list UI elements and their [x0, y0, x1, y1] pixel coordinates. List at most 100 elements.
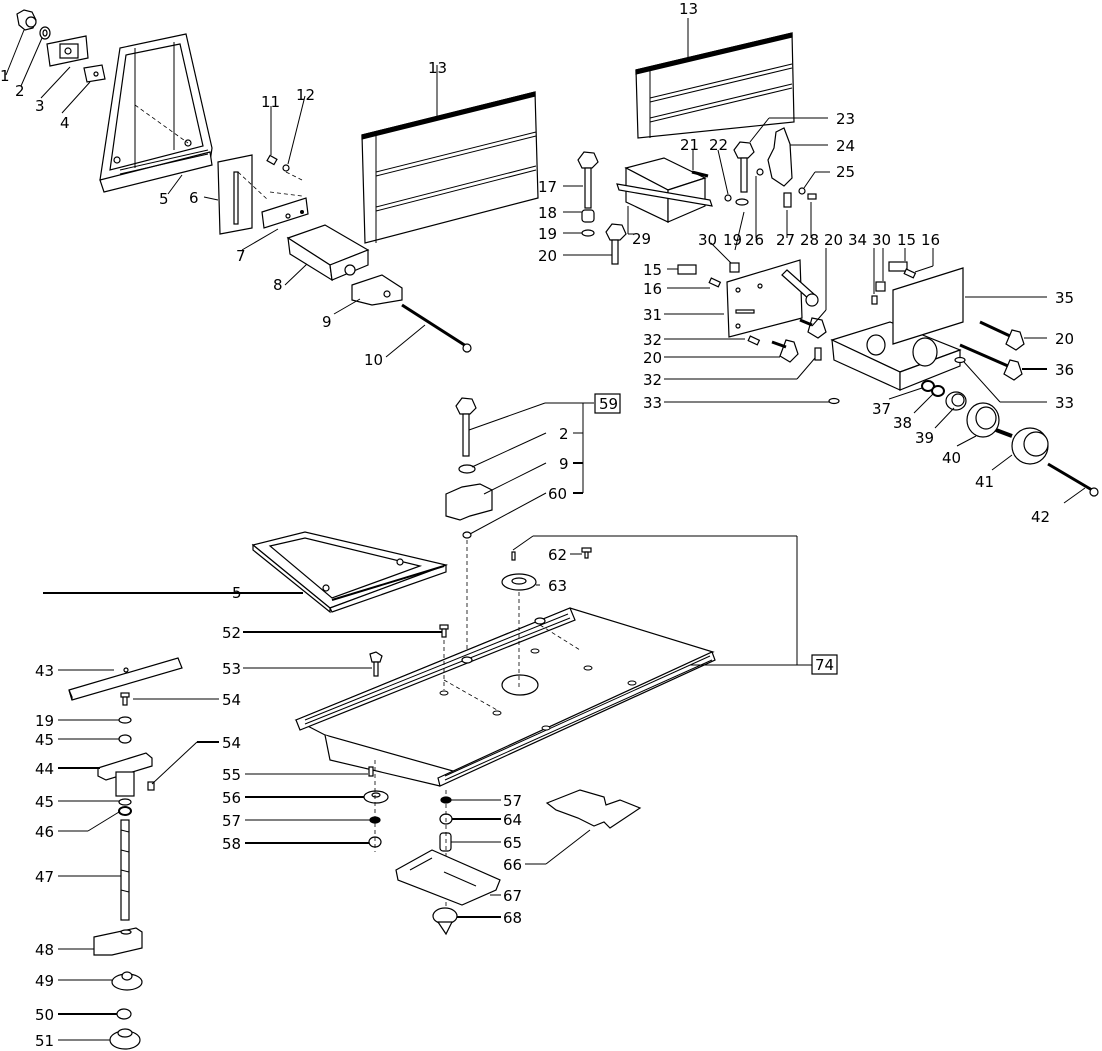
label-part-32-b: 32: [643, 371, 662, 389]
label-kit-74: 74: [815, 656, 834, 674]
label-part-41: 41: [975, 473, 994, 491]
part-19-washer: [581, 229, 595, 237]
label-part-12: 12: [296, 86, 315, 104]
part-2-washer: [39, 26, 51, 40]
label-part-15-a: 15: [643, 261, 662, 279]
label-part-53: 53: [222, 660, 241, 678]
label-part-67: 67: [503, 887, 522, 905]
label-kit59-part-2: 2: [559, 425, 569, 443]
label-part-42: 42: [1031, 508, 1050, 526]
label-part-11: 11: [261, 93, 280, 111]
part-31-mounting-plate: [726, 259, 819, 338]
part-62-screw: [581, 547, 592, 559]
part-44-foot-bracket: [97, 752, 153, 797]
part-16-setscrew-a: [708, 277, 722, 288]
part-45-nut-b: [118, 798, 132, 806]
label-part-66: 66: [503, 856, 522, 874]
label-part-26: 26: [745, 231, 764, 249]
label-part-19-c: 19: [35, 712, 54, 730]
part-19-washer-b: [735, 198, 749, 206]
part-49-foot-cap: [111, 971, 143, 991]
label-part-57-b: 57: [503, 792, 522, 810]
part-18-spacer: [581, 209, 595, 223]
part-51-foot: [109, 1028, 141, 1050]
part-54-screw-a: [120, 692, 130, 706]
part-33-washer-a: [828, 397, 840, 405]
part-41-adjusting-knob: [995, 427, 1049, 465]
label-part-1: 1: [0, 67, 10, 85]
label-part-62: 62: [548, 546, 567, 564]
label-part-56: 56: [222, 789, 241, 807]
part-23-knob-screw: [733, 141, 755, 193]
part-43-rail: [68, 657, 183, 701]
label-part-13-right: 13: [679, 0, 698, 18]
part-27-spring: [783, 192, 792, 208]
part-20-knob-screw-b: [771, 339, 799, 363]
part-21-pin: [691, 170, 709, 178]
part-53-knob-screw: [369, 651, 383, 677]
label-part-29: 29: [632, 230, 651, 248]
part-7-clamp-block: [261, 191, 309, 229]
part-40-adjusting-ring: [966, 402, 1000, 438]
part-55-pin: [368, 766, 374, 777]
label-part-25: 25: [836, 163, 855, 181]
label-part-32-a: 32: [643, 331, 662, 349]
part-63-insert-ring: [501, 573, 537, 591]
label-part-46: 46: [35, 823, 54, 841]
label-part-54-b: 54: [222, 734, 241, 752]
part-13-fence-profile-right: [635, 18, 795, 139]
kit59-bracket: [468, 402, 594, 535]
part-36-knob-screw-long: [959, 343, 1023, 381]
label-part-48: 48: [35, 941, 54, 959]
label-part-39: 39: [915, 429, 934, 447]
label-part-31: 31: [643, 306, 662, 324]
part-11-screw: [266, 154, 278, 166]
part-1-knob: [16, 9, 37, 31]
part-34-setscrew: [871, 295, 878, 305]
part-3-clamp-plate: [46, 35, 89, 67]
label-part-19-a: 19: [538, 225, 557, 243]
part-10-long-bolt: [401, 303, 472, 353]
label-part-20-b: 20: [824, 231, 843, 249]
part-15-block-a: [677, 264, 697, 275]
part-33-washer-b: [954, 356, 966, 364]
label-part-7: 7: [236, 247, 246, 265]
label-part-49: 49: [35, 972, 54, 990]
label-part-38: 38: [893, 414, 912, 432]
label-part-58: 58: [222, 835, 241, 853]
part-13-fence-profile-left: [361, 65, 539, 244]
part-25-nut: [798, 187, 806, 195]
part-16-setscrew-b: [903, 268, 917, 279]
part-28-screw: [807, 193, 817, 200]
part-29-fence-holder: [616, 157, 713, 223]
label-part-34: 34: [848, 231, 867, 249]
label-kit59-part-9: 9: [559, 455, 569, 473]
label-part-65: 65: [503, 834, 522, 852]
kit59-clamp-lever: [445, 483, 493, 521]
part-8-slide-carriage: [286, 224, 370, 282]
kit59-washer-60: [462, 531, 472, 539]
part-65-spring: [439, 832, 452, 852]
label-part-2: 2: [15, 82, 25, 100]
label-part-50: 50: [35, 1006, 54, 1024]
label-part-3: 3: [35, 97, 45, 115]
label-kit-59: 59: [599, 395, 618, 413]
label-part-52: 52: [222, 624, 241, 642]
part-74-table-plate: [294, 607, 716, 787]
label-part-8: 8: [273, 276, 283, 294]
part-45-nut-a: [118, 734, 132, 744]
part-62-pin: [511, 551, 516, 561]
label-part-33-a: 33: [643, 394, 662, 412]
leader-lines: [5, 29, 1086, 1041]
label-kit59-part-60: 60: [548, 485, 567, 503]
label-part-68: 68: [503, 909, 522, 927]
label-part-18: 18: [538, 204, 557, 222]
kit59-washer: [458, 464, 476, 474]
part-6-slide-plate: [217, 154, 269, 235]
label-part-45-b: 45: [35, 793, 54, 811]
label-part-64: 64: [503, 811, 522, 829]
part-30-nut-b: [875, 281, 886, 292]
part-42-bolt: [1047, 462, 1099, 497]
label-part-47: 47: [35, 868, 54, 886]
label-part-57-a: 57: [222, 812, 241, 830]
